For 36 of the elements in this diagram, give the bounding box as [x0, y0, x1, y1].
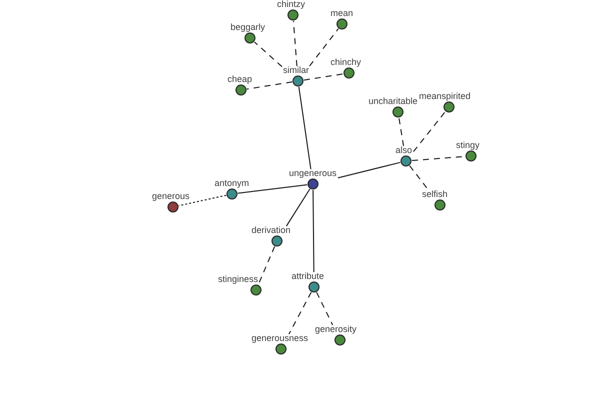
node-label: generousness [252, 333, 308, 343]
node-label: chinchy [330, 57, 362, 67]
node-label: also [396, 145, 412, 155]
dashed-line [409, 165, 429, 191]
node-label: selfish [422, 189, 448, 199]
node-label: similar [283, 65, 309, 75]
dashed-line [309, 28, 339, 67]
node-label: chintzy [277, 0, 306, 9]
node-label: ungenerous [289, 168, 337, 178]
node-label: beggarly [230, 22, 266, 32]
dashed-line [246, 81, 293, 90]
node-label: mean [330, 8, 354, 18]
node-label: meanspirited [419, 91, 471, 101]
dashed-line [412, 111, 446, 152]
dashed-line [292, 20, 298, 67]
dashed-line [303, 73, 344, 81]
node-label: attribute [292, 271, 324, 281]
node-label: generosity [315, 324, 357, 334]
dashed-line [254, 41, 283, 68]
connector-line [237, 184, 308, 194]
node-label: antonym [214, 178, 250, 188]
node-label: stinginess [218, 274, 258, 284]
connector-line [286, 188, 310, 227]
dashed-line [288, 292, 312, 335]
node-label: cheap [228, 74, 252, 84]
dashed-line [258, 246, 276, 284]
dashed-line [316, 292, 334, 326]
connector-line [337, 162, 401, 178]
node-label: derivation [252, 225, 291, 235]
node-label: generous [152, 191, 190, 201]
connector-line [298, 86, 312, 170]
node-label: stingy [456, 140, 480, 150]
dashed-line [398, 117, 404, 146]
dotted-line [178, 194, 227, 206]
connector-line [312, 189, 314, 273]
node-label: uncharitable [368, 96, 418, 106]
